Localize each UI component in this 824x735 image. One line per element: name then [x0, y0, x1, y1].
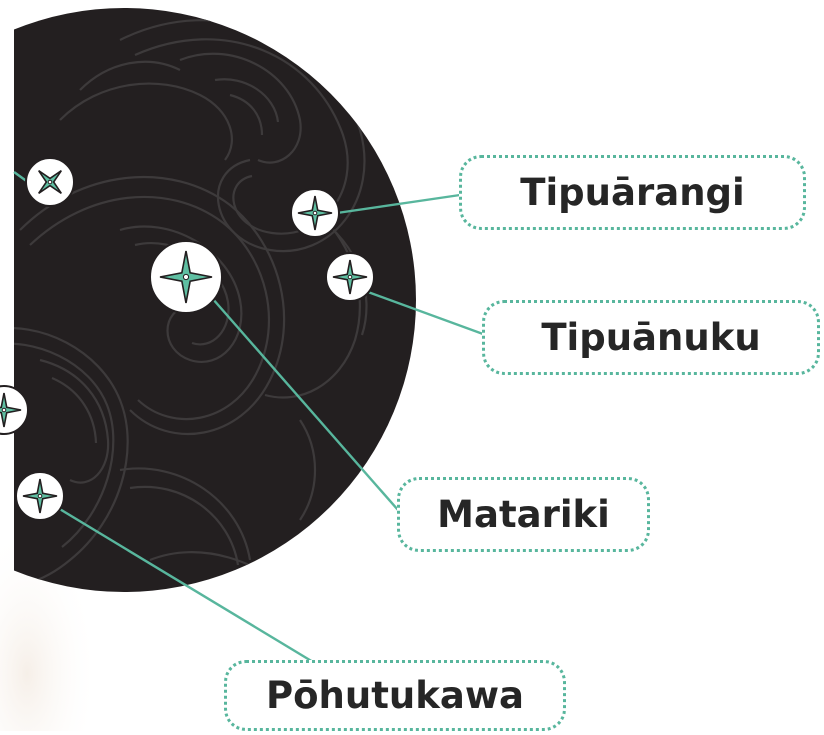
star-center-dot — [38, 494, 42, 498]
star-marker-tipuanuku — [326, 253, 374, 301]
star-marker-tipuarangi — [291, 189, 339, 237]
label-text: Pōhutukawa — [266, 674, 524, 717]
label-text: Tipuānuku — [541, 316, 760, 359]
label-matariki: Matariki — [397, 477, 650, 552]
label-tipuanuku: Tipuānuku — [482, 300, 820, 375]
star-marker-unlabeled-top — [26, 158, 74, 206]
label-tipuarangi: Tipuārangi — [459, 155, 806, 230]
star-marker-pohutukawa — [16, 472, 64, 520]
star-center-dot — [2, 408, 6, 412]
label-text: Tipuārangi — [520, 171, 744, 214]
star-marker-matariki — [150, 241, 222, 313]
star-center-dot — [48, 180, 52, 184]
star-center-dot — [183, 274, 188, 279]
label-pohutukawa: Pōhutukawa — [224, 660, 566, 731]
star-center-dot — [313, 211, 317, 215]
star-center-dot — [348, 275, 352, 279]
label-text: Matariki — [437, 493, 610, 536]
